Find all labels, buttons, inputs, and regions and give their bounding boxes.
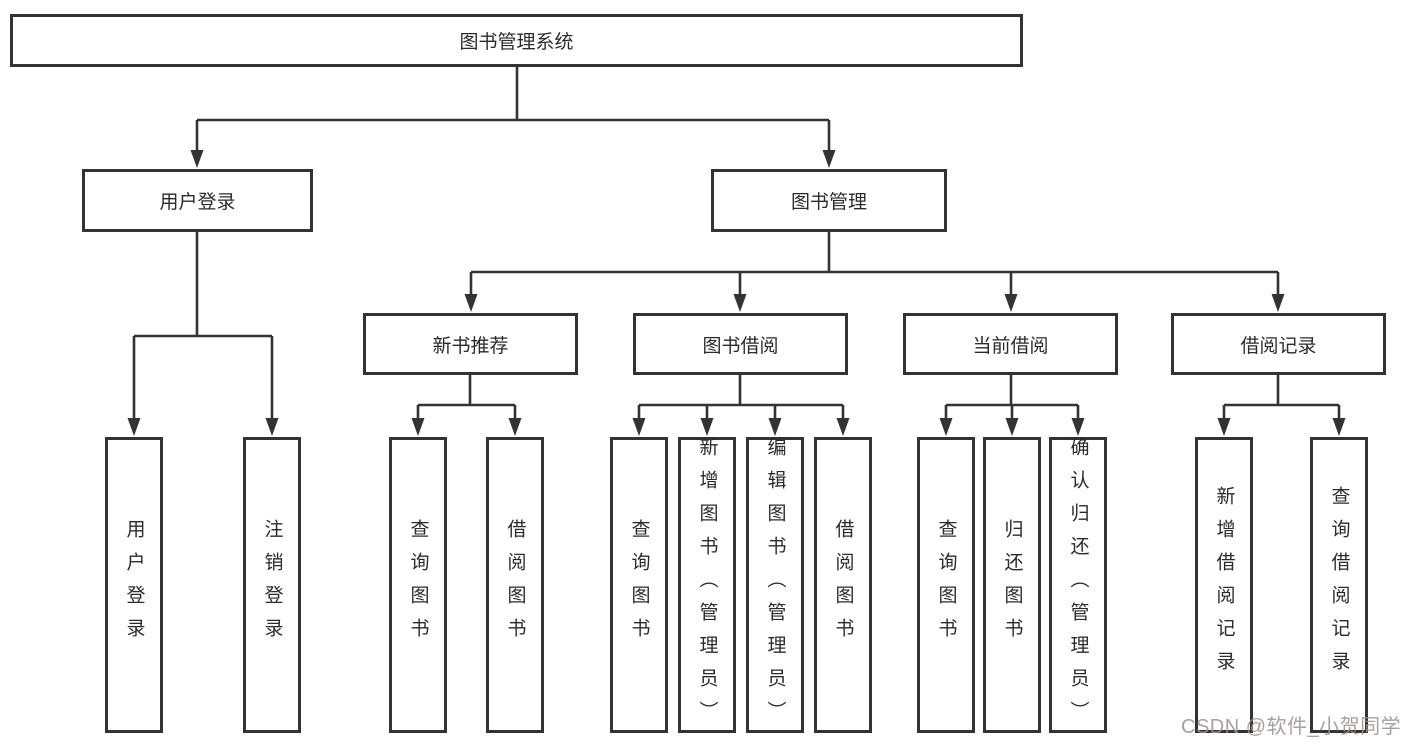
leaf-current-query-books: 查询图书: [917, 437, 975, 733]
leaf-confirm-return-admin-label: 确认归还（管理员）: [1067, 436, 1089, 734]
node-user-login-label: 用户登录: [159, 192, 236, 213]
leaf-add-books-admin-label: 新增图书（管理员）: [696, 436, 718, 734]
node-book-borrowing: 图书借阅: [633, 313, 848, 375]
leaf-add-borrow-record: 新增借阅记录: [1195, 437, 1253, 733]
leaf-recommend-borrow-books-label: 借阅图书: [504, 519, 526, 651]
node-current-borrowing-label: 当前借阅: [972, 335, 1049, 357]
arrowhead: [1005, 418, 1019, 436]
arrowhead: [464, 294, 478, 312]
leaf-query-borrow-record: 查询借阅记录: [1310, 437, 1368, 733]
arrowhead: [411, 418, 425, 436]
node-book-management: 图书管理: [711, 169, 947, 232]
arrowhead: [190, 150, 204, 168]
arrowhead: [1271, 294, 1285, 312]
leaf-query-borrow-record-label: 查询借阅记录: [1328, 486, 1350, 684]
leaf-edit-books-admin-label: 编辑图书（管理员）: [764, 436, 786, 734]
arrowhead: [1332, 418, 1346, 436]
arrowhead: [939, 418, 953, 436]
arrowhead: [127, 418, 141, 436]
arrowhead: [1004, 294, 1018, 312]
leaf-logout-label: 注销登录: [261, 519, 283, 651]
connector-paths: [132, 67, 1341, 422]
leaf-add-books-admin: 新增图书（管理员）: [678, 436, 736, 734]
node-book-borrowing-label: 图书借阅: [702, 335, 779, 357]
leaf-borrow-books-label: 借阅图书: [832, 519, 854, 651]
arrowhead: [836, 418, 850, 436]
leaf-return-books-label: 归还图书: [1001, 519, 1023, 651]
leaf-confirm-return-admin: 确认归还（管理员）: [1049, 436, 1107, 734]
csdn-watermark: CSDN @软件_小贺同学: [1181, 716, 1402, 738]
leaf-edit-books-admin: 编辑图书（管理员）: [746, 436, 804, 734]
node-borrowing-records: 借阅记录: [1171, 313, 1386, 375]
leaf-recommend-query-books-label: 查询图书: [407, 519, 429, 651]
leaf-add-borrow-record-label: 新增借阅记录: [1213, 486, 1235, 684]
arrowhead: [1071, 418, 1085, 436]
leaf-current-query-books-label: 查询图书: [935, 519, 957, 651]
arrowhead: [822, 150, 836, 168]
arrowhead: [733, 294, 747, 312]
arrowhead: [768, 418, 782, 436]
leaf-logout: 注销登录: [243, 437, 301, 733]
node-new-book-recommend: 新书推荐: [363, 313, 578, 375]
arrowhead: [700, 418, 714, 436]
leaf-borrowing-query-books: 查询图书: [610, 437, 668, 733]
arrowhead: [632, 418, 646, 436]
arrowhead: [508, 418, 522, 436]
node-new-book-recommend-label: 新书推荐: [432, 335, 509, 357]
leaf-recommend-borrow-books: 借阅图书: [486, 437, 544, 733]
arrowhead: [265, 418, 279, 436]
leaf-recommend-query-books: 查询图书: [389, 437, 447, 733]
node-borrowing-records-label: 借阅记录: [1240, 335, 1317, 357]
node-root-label: 图书管理系统: [459, 32, 574, 53]
leaf-user-login: 用户登录: [105, 437, 163, 733]
leaf-borrowing-query-books-label: 查询图书: [628, 519, 650, 651]
node-current-borrowing: 当前借阅: [903, 313, 1118, 375]
leaf-return-books: 归还图书: [983, 437, 1041, 733]
leaf-user-login-label: 用户登录: [123, 519, 145, 651]
leaf-borrow-books: 借阅图书: [814, 437, 872, 733]
node-user-login: 用户登录: [82, 169, 313, 232]
arrowhead: [1217, 418, 1231, 436]
node-book-management-label: 图书管理: [790, 192, 867, 213]
node-root: 图书管理系统: [10, 14, 1023, 67]
